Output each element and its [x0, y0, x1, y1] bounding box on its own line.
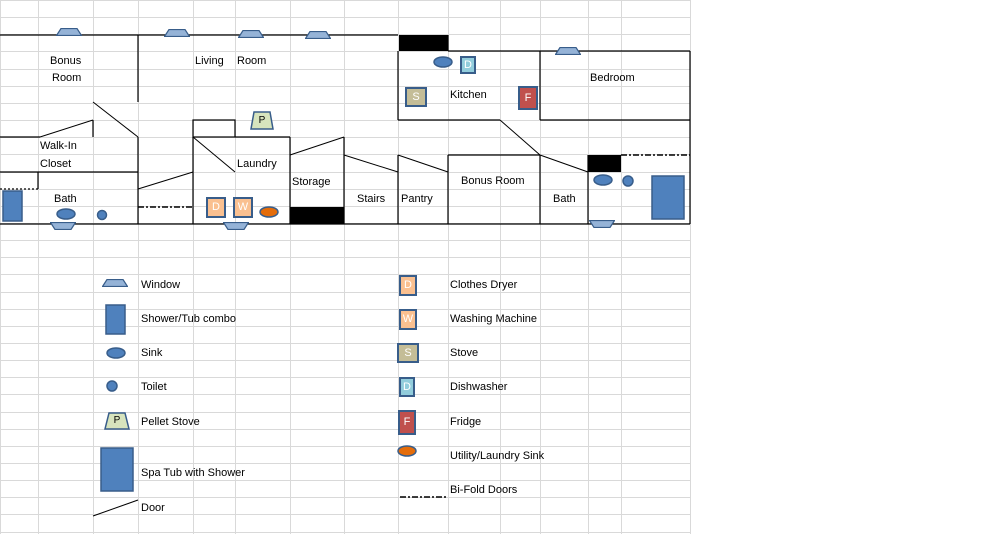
door-icon: [397, 154, 449, 173]
stove-icon: S: [405, 87, 427, 107]
window-icon: [555, 47, 581, 55]
stove-icon: S: [397, 343, 419, 363]
door-icon: [539, 154, 589, 173]
legend-fridge: Fridge: [450, 416, 482, 428]
room-label-living: Room: [237, 55, 267, 67]
window-icon: [164, 29, 190, 37]
room-label-kitchen: Kitchen: [450, 89, 487, 101]
pellet-stove-letter: P: [258, 115, 266, 126]
room-label-bath: Bath: [553, 193, 576, 205]
fixtures: [2, 56, 685, 222]
door-icon: [92, 499, 139, 517]
dishwasher-icon: D: [460, 56, 476, 74]
door-icon: [192, 136, 236, 173]
room-label-pantry: Pantry: [401, 193, 433, 205]
utility-sink-icon: [397, 445, 417, 457]
legend-door: Door: [141, 502, 165, 514]
wall-block-storage: [290, 207, 344, 224]
fridge-icon: F: [518, 86, 538, 110]
shower-tub-icon: [2, 190, 23, 222]
room-label-bath: Bath: [54, 193, 77, 205]
room-label-walkin: Closet: [40, 158, 72, 170]
sink-icon: [433, 56, 453, 68]
legend-stove: Stove: [450, 347, 479, 359]
legend-shower: Shower/Tub combo: [141, 313, 236, 325]
door-icon: [343, 154, 399, 173]
legend-symbols: [92, 279, 446, 517]
wall-block-bath: [588, 155, 621, 172]
pellet-stove-letter: P: [113, 415, 121, 426]
window-icon: [238, 30, 264, 38]
washer-icon: W: [233, 197, 253, 218]
legend-pellet: Pellet Stove: [141, 416, 200, 428]
legend-bifold: Bi-Fold Doors: [450, 484, 518, 496]
room-label-bedroom: Bedroom: [590, 72, 635, 84]
sink-icon: [56, 208, 76, 220]
solid-wall-blocks: [290, 35, 621, 224]
door-icon: [289, 136, 345, 156]
legend-sink: Sink: [141, 347, 163, 359]
bifold-doors: [138, 154, 690, 208]
door-icon: [39, 119, 94, 138]
room-label-laundry: Laundry: [237, 158, 277, 170]
door-icon: [499, 119, 541, 156]
legend-dishwasher: Dishwasher: [450, 381, 508, 393]
washer-icon: W: [399, 309, 417, 330]
window-icon: [102, 279, 128, 287]
room-label-storage: Storage: [292, 176, 331, 188]
utility-sink-icon: [259, 206, 279, 218]
sink-icon: [593, 174, 613, 186]
legend-window: Window: [141, 279, 181, 291]
window-icon: [50, 222, 76, 230]
room-label-living: Living: [195, 55, 224, 67]
pellet-stove-icon: [250, 111, 274, 130]
wall-block-kitchen: [399, 35, 448, 51]
room-label-bonus-room: Bonus Room: [461, 175, 525, 187]
window-icon: [305, 31, 331, 39]
room-label-walkin: Walk-In: [40, 140, 77, 152]
toilet-icon: [622, 175, 634, 187]
window-icon: [223, 222, 249, 230]
door-swings: [39, 101, 589, 190]
spa-tub-icon: [100, 447, 134, 492]
legend-washer: Washing Machine: [450, 313, 538, 325]
legend-dryer: Clothes Dryer: [450, 279, 518, 291]
windows: [50, 28, 615, 230]
room-label-stairs: Stairs: [357, 193, 386, 205]
pellet-stove-icon: [104, 412, 130, 430]
dryer-icon: D: [206, 197, 226, 218]
fridge-icon: F: [398, 410, 416, 435]
window-icon: [589, 220, 615, 228]
room-label-bonus: Room: [52, 72, 82, 84]
toilet-icon: [96, 209, 108, 221]
legend-spa: Spa Tub with Shower: [141, 467, 245, 479]
door-icon: [92, 101, 139, 138]
door-icon: [137, 171, 194, 190]
window-icon: [56, 28, 82, 36]
legend-toilet: Toilet: [141, 381, 167, 393]
sink-icon: [106, 347, 126, 359]
toilet-icon: [106, 380, 118, 392]
dishwasher-icon: D: [399, 377, 415, 397]
spa-tub-icon: [651, 175, 685, 220]
shower-tub-icon: [105, 304, 126, 335]
room-label-bonus: Bonus: [50, 55, 82, 67]
dryer-icon: D: [399, 275, 417, 296]
legend-utility-sink: Utility/Laundry Sink: [450, 450, 545, 462]
